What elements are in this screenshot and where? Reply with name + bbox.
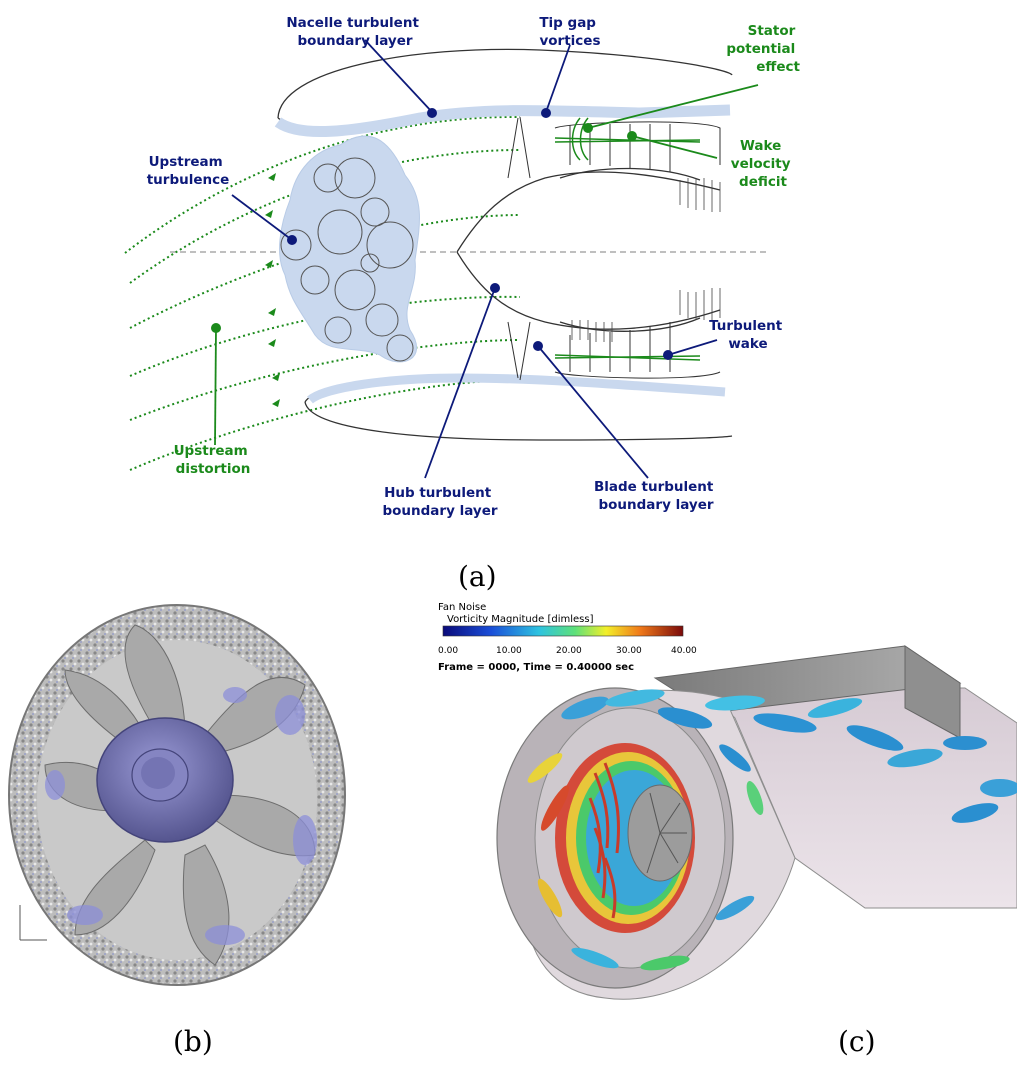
turbofan-noise-schematic: Nacelle turbulent boundary layer Tip gap…	[124, 15, 800, 519]
nacelle-top-boundary-layer	[274, 104, 731, 137]
colorbar-tick-0: 0.00	[438, 646, 458, 656]
label-wake-deficit: Wake velocity deficit	[731, 138, 795, 190]
label-stator-potential: Stator potential effect	[726, 23, 800, 75]
wake-deficit-lines	[554, 137, 701, 143]
label-upstream-distortion: Upstream distortion	[174, 443, 253, 477]
caption-b: (b)	[173, 1025, 213, 1058]
label-hub-bl: Hub turbulent boundary layer	[382, 485, 497, 519]
axis-triad	[19, 905, 47, 941]
caption-c: (c)	[838, 1025, 876, 1058]
turbulence-cloud	[279, 135, 420, 363]
fan-noise-cfd-render: Fan Noise Vorticity Magnitude [dimless] …	[435, 598, 1017, 1010]
label-blade-bl: Blade turbulent boundary layer	[594, 479, 718, 513]
label-upstream-turbulence: Upstream turbulence	[147, 154, 230, 188]
label-nacelle-bl: Nacelle turbulent boundary layer	[286, 15, 423, 49]
stator-potential-arcs	[571, 117, 589, 161]
cfd-title: Fan Noise	[438, 602, 486, 613]
fan-rotor	[507, 116, 531, 381]
colorbar-tick-1: 10.00	[496, 646, 522, 656]
impeller-blades	[588, 762, 620, 919]
label-tip-gap: Tip gap vortices	[539, 15, 600, 49]
blade-vortex-patches	[45, 687, 317, 945]
flow-arrowheads	[265, 173, 280, 407]
colorbar-label: Vorticity Magnitude [dimless]	[447, 614, 594, 625]
pointer-dots	[211, 108, 673, 360]
frame-info: Frame = 0000, Time = 0.40000 sec	[438, 662, 634, 673]
colorbar-tick-2: 20.00	[556, 646, 582, 656]
turbulent-wake-lines	[554, 354, 701, 361]
pointer-lines	[214, 39, 759, 479]
colorbar	[442, 625, 684, 637]
colorbar-tick-4: 40.00	[671, 646, 697, 656]
vortex-isosurfaces	[527, 689, 1017, 971]
core-blades	[571, 178, 721, 342]
caption-a: (a)	[458, 560, 497, 593]
stator-top	[554, 121, 721, 172]
hub-spinner	[456, 167, 721, 332]
hub-spokes	[646, 792, 687, 874]
outlet-duct	[703, 687, 1017, 909]
label-turbulent-wake: Turbulent wake	[709, 318, 787, 352]
fan-vortex-render	[8, 604, 346, 986]
stator-bottom	[554, 322, 721, 379]
nacelle-bottom-boundary-layer	[307, 373, 726, 404]
colorbar-tick-3: 30.00	[616, 646, 642, 656]
